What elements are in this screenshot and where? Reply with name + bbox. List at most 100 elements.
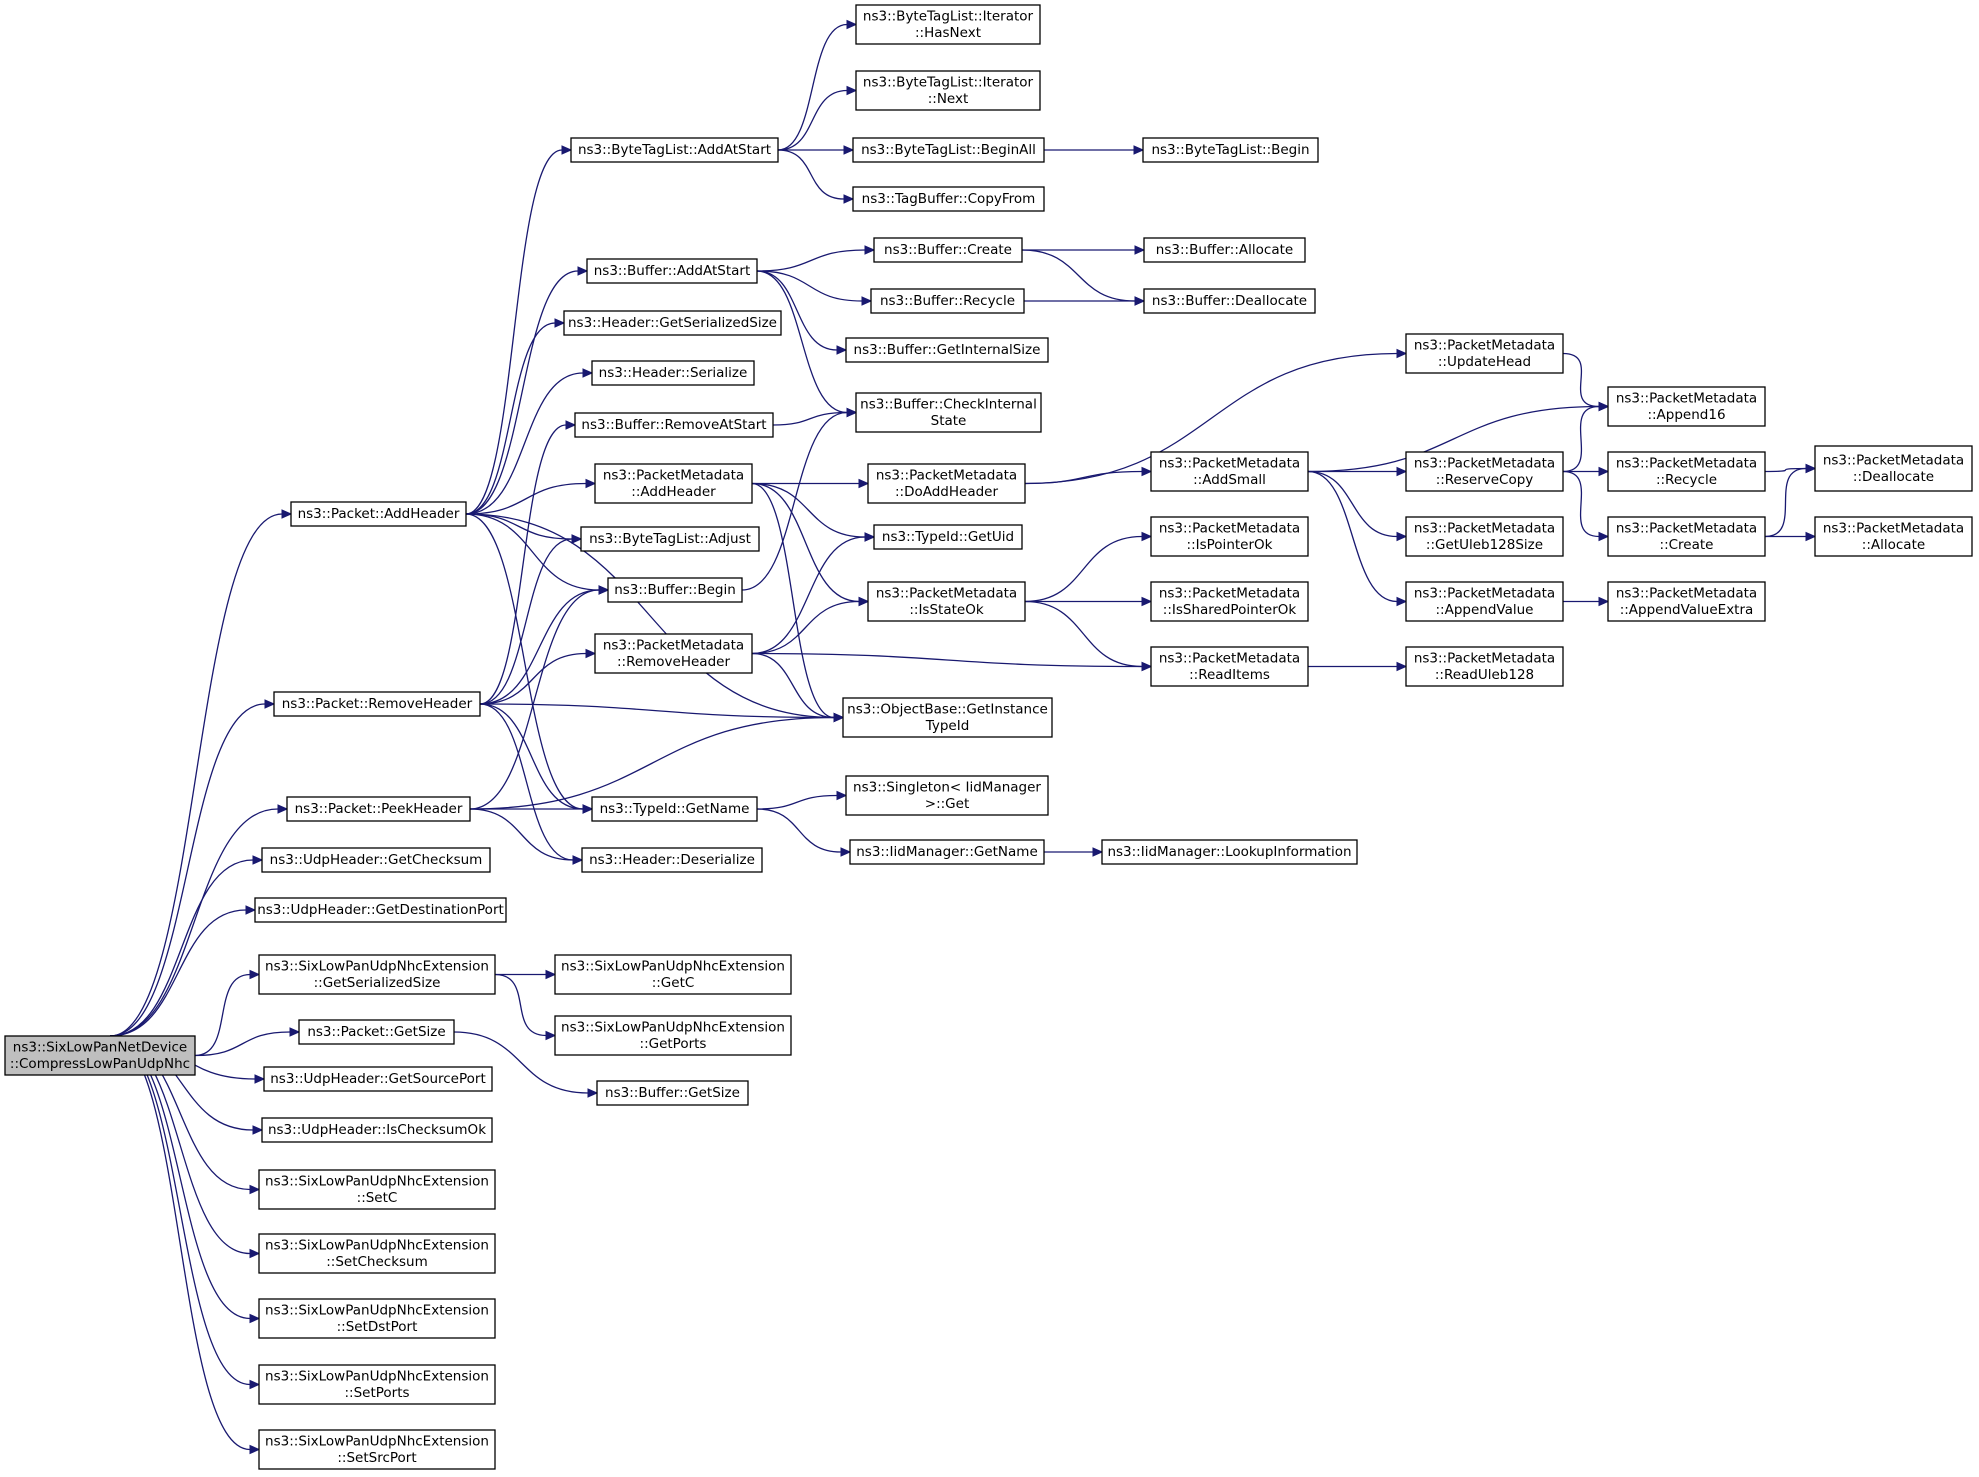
function-node-pm-updatehead[interactable]: ns3::PacketMetadata::UpdateHead xyxy=(1405,333,1564,374)
function-node-nhc-setc[interactable]: ns3::SixLowPanUdpNhcExtension::SetC xyxy=(258,1169,496,1210)
function-node-nhc-getserializedsize[interactable]: ns3::SixLowPanUdpNhcExtension::GetSerial… xyxy=(258,954,496,995)
function-node-pkt-removeheader[interactable]: ns3::Packet::RemoveHeader xyxy=(273,691,481,717)
node-box xyxy=(870,288,1025,314)
function-node-pm-reservecopy[interactable]: ns3::PacketMetadata::ReserveCopy xyxy=(1405,451,1564,492)
arrowhead-icon xyxy=(289,1027,301,1037)
function-node-bt-hasnext[interactable]: ns3::ByteTagList::Iterator::HasNext xyxy=(855,4,1041,45)
function-node-buf-create[interactable]: ns3::Buffer::Create xyxy=(873,237,1023,263)
function-node-pm-create[interactable]: ns3::PacketMetadata::Create xyxy=(1607,516,1766,557)
function-node-nhc-setsrcport[interactable]: ns3::SixLowPanUdpNhcExtension::SetSrcPor… xyxy=(258,1429,496,1470)
function-node-buf-deallocate[interactable]: ns3::Buffer::Deallocate xyxy=(1143,288,1316,314)
function-node-udp-getsourceport[interactable]: ns3::UdpHeader::GetSourcePort xyxy=(263,1066,493,1092)
function-node-pkt-getsize[interactable]: ns3::Packet::GetSize xyxy=(298,1019,455,1045)
function-node-iid-lookupinformation[interactable]: ns3::IidManager::LookupInformation xyxy=(1101,839,1358,865)
arrowhead-icon xyxy=(245,905,257,915)
node-label-line: ns3::PacketMetadata xyxy=(1616,520,1757,536)
function-node-root[interactable]: ns3::SixLowPanNetDevice::CompressLowPanU… xyxy=(4,1035,196,1076)
function-node-bt-next[interactable]: ns3::ByteTagList::Iterator::Next xyxy=(855,70,1041,111)
arrowhead-icon xyxy=(249,969,261,980)
edge-pkt-getsize-to-buf-getsize xyxy=(453,1031,589,1094)
function-node-singleton-get[interactable]: ns3::Singleton< IidManager>::Get xyxy=(845,775,1049,816)
function-node-pm-addheader[interactable]: ns3::PacketMetadata::AddHeader xyxy=(594,463,753,504)
node-box xyxy=(855,4,1041,45)
node-label-line: ns3::PacketMetadata xyxy=(1159,585,1300,601)
function-node-pm-addsmall[interactable]: ns3::PacketMetadata::AddSmall xyxy=(1150,451,1309,492)
function-node-buf-addatstart[interactable]: ns3::Buffer::AddAtStart xyxy=(586,258,758,284)
arrowhead-icon xyxy=(249,1379,261,1390)
arrowhead-icon xyxy=(587,1088,599,1098)
function-node-bt-begin[interactable]: ns3::ByteTagList::Begin xyxy=(1142,137,1319,163)
function-node-buf-getinternalsize[interactable]: ns3::Buffer::GetInternalSize xyxy=(845,337,1049,363)
function-node-pm-append16[interactable]: ns3::PacketMetadata::Append16 xyxy=(1607,386,1766,427)
arrowhead-icon xyxy=(858,596,870,607)
node-box xyxy=(873,524,1023,550)
edge-bt-addatstart-to-bt-next xyxy=(777,89,848,151)
node-box xyxy=(286,796,471,822)
node-label-line: ::IsStateOk xyxy=(909,602,983,618)
edge-pm-removeheader-to-ob-getinstancetypeid xyxy=(751,652,835,719)
function-node-bt-adjust[interactable]: ns3::ByteTagList::Adjust xyxy=(580,526,760,552)
node-label-line: ns3::Buffer::Allocate xyxy=(1156,242,1293,258)
function-node-pm-doaddheader[interactable]: ns3::PacketMetadata::DoAddHeader xyxy=(867,463,1026,504)
node-label-line: ns3::Buffer::RemoveAtStart xyxy=(581,417,766,433)
function-node-typeid-getuid[interactable]: ns3::TypeId::GetUid xyxy=(873,524,1023,550)
function-node-pm-ispointerok[interactable]: ns3::PacketMetadata::IsPointerOk xyxy=(1150,516,1309,557)
function-node-pm-deallocate[interactable]: ns3::PacketMetadata::Deallocate xyxy=(1814,445,1973,492)
edge-root-to-nhc-setports xyxy=(109,1035,251,1386)
node-label-line: ::ReadItems xyxy=(1189,667,1270,683)
function-node-buf-getsize[interactable]: ns3::Buffer::GetSize xyxy=(596,1080,749,1106)
node-label-line: ns3::PacketMetadata xyxy=(1616,585,1757,601)
function-node-buf-removeatstart[interactable]: ns3::Buffer::RemoveAtStart xyxy=(574,412,774,438)
node-label-line: ns3::PacketMetadata xyxy=(1159,650,1300,666)
function-node-pm-removeheader[interactable]: ns3::PacketMetadata::RemoveHeader xyxy=(594,633,753,674)
node-box xyxy=(855,70,1041,111)
arrowhead-icon xyxy=(1141,531,1153,542)
function-node-nhc-getports[interactable]: ns3::SixLowPanUdpNhcExtension::GetPorts xyxy=(554,1015,792,1056)
function-node-pkt-addheader[interactable]: ns3::Packet::AddHeader xyxy=(290,501,467,527)
function-node-bt-addatstart[interactable]: ns3::ByteTagList::AddAtStart xyxy=(570,137,779,163)
function-node-pm-isstateok[interactable]: ns3::PacketMetadata::IsStateOk xyxy=(867,581,1026,622)
function-node-udp-getdestinationport[interactable]: ns3::UdpHeader::GetDestinationPort xyxy=(254,897,507,923)
arrowhead-icon xyxy=(858,478,870,489)
function-node-buf-begin[interactable]: ns3::Buffer::Begin xyxy=(607,577,743,603)
function-node-pm-issharedpointerok[interactable]: ns3::PacketMetadata::IsSharedPointerOk xyxy=(1150,581,1309,622)
function-node-hdr-getserializedsize[interactable]: ns3::Header::GetSerializedSize xyxy=(563,310,782,336)
function-node-pm-getuleb128size[interactable]: ns3::PacketMetadata::GetUleb128Size xyxy=(1405,516,1564,557)
function-node-tagbuf-copyfrom[interactable]: ns3::TagBuffer::CopyFrom xyxy=(852,186,1045,212)
node-label-line: ns3::Packet::PeekHeader xyxy=(295,801,463,817)
function-node-iid-getname[interactable]: ns3::IidManager::GetName xyxy=(849,839,1045,865)
function-node-pm-appendvalueextra[interactable]: ns3::PacketMetadata::AppendValueExtra xyxy=(1607,581,1766,622)
node-label-line: ns3::Packet::AddHeader xyxy=(298,506,460,522)
function-node-pm-appendvalue[interactable]: ns3::PacketMetadata::AppendValue xyxy=(1405,581,1564,622)
function-node-pm-readitems[interactable]: ns3::PacketMetadata::ReadItems xyxy=(1150,646,1309,687)
function-node-bt-beginall[interactable]: ns3::ByteTagList::BeginAll xyxy=(852,137,1045,163)
arrowhead-icon xyxy=(249,1444,261,1455)
node-label-line: ::HasNext xyxy=(915,25,981,41)
edge-pm-create-to-pm-deallocate xyxy=(1764,467,1807,538)
node-label-line: ::Deallocate xyxy=(1853,469,1934,485)
arrowhead-icon xyxy=(582,368,594,378)
arrowhead-icon xyxy=(836,790,848,801)
function-node-pm-readuleb128[interactable]: ns3::PacketMetadata::ReadUleb128 xyxy=(1405,646,1564,687)
function-node-pm-allocate[interactable]: ns3::PacketMetadata::Allocate xyxy=(1814,516,1973,557)
function-node-typeid-getname[interactable]: ns3::TypeId::GetName xyxy=(591,796,758,822)
function-node-nhc-getc[interactable]: ns3::SixLowPanUdpNhcExtension::GetC xyxy=(554,954,792,995)
node-box xyxy=(258,954,496,995)
function-node-hdr-serialize[interactable]: ns3::Header::Serialize xyxy=(591,360,755,386)
function-node-nhc-setdstport[interactable]: ns3::SixLowPanUdpNhcExtension::SetDstPor… xyxy=(258,1298,496,1339)
function-node-nhc-setchecksum[interactable]: ns3::SixLowPanUdpNhcExtension::SetChecks… xyxy=(258,1233,496,1274)
node-box xyxy=(873,237,1023,263)
node-label-line: ::AppendValue xyxy=(1436,602,1534,618)
node-label-line: ns3::PacketMetadata xyxy=(1414,337,1555,353)
function-node-udp-getchecksum[interactable]: ns3::UdpHeader::GetChecksum xyxy=(261,847,491,873)
function-node-hdr-deserialize[interactable]: ns3::Header::Deserialize xyxy=(581,847,763,873)
function-node-buf-allocate[interactable]: ns3::Buffer::Allocate xyxy=(1143,237,1306,263)
function-node-udp-ischecksumok[interactable]: ns3::UdpHeader::IsChecksumOk xyxy=(261,1117,493,1143)
function-node-pm-recycle[interactable]: ns3::PacketMetadata::Recycle xyxy=(1607,451,1766,492)
function-node-pkt-peekheader[interactable]: ns3::Packet::PeekHeader xyxy=(286,796,471,822)
function-node-buf-recycle[interactable]: ns3::Buffer::Recycle xyxy=(870,288,1025,314)
function-node-nhc-setports[interactable]: ns3::SixLowPanUdpNhcExtension::SetPorts xyxy=(258,1364,496,1405)
edge-pkt-peekheader-to-buf-begin xyxy=(469,589,600,810)
